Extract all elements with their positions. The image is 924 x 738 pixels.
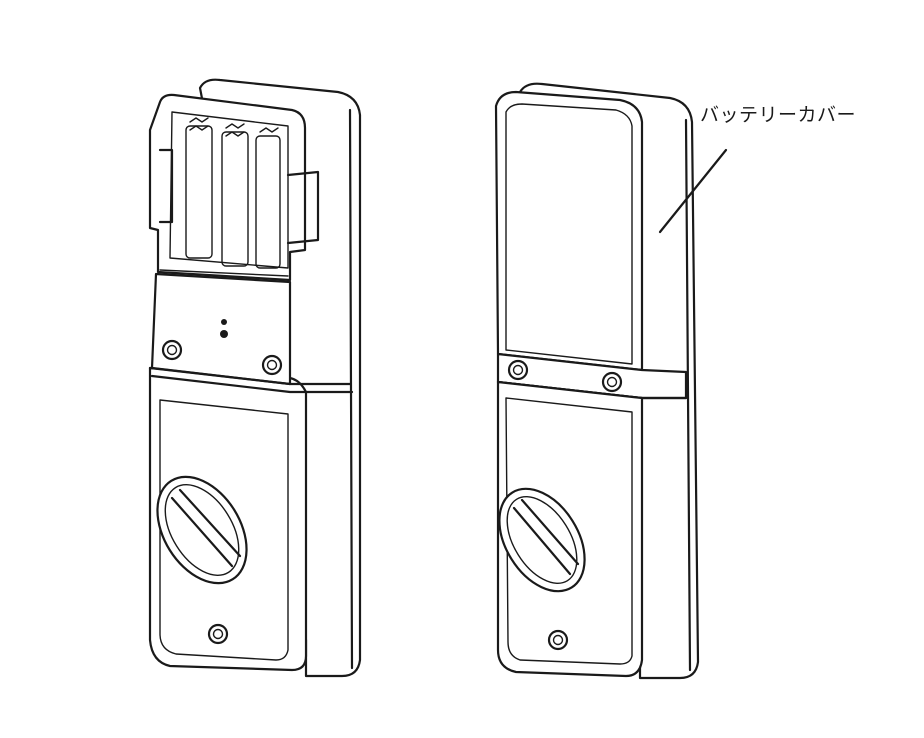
spring-3 xyxy=(259,127,279,133)
battery-slot-1 xyxy=(185,125,213,259)
battery-slot-3 xyxy=(255,135,281,269)
battery-cover xyxy=(494,90,644,372)
screw-left-3 xyxy=(207,623,229,645)
screw-right-3 xyxy=(547,629,569,651)
battery-slot-2 xyxy=(221,131,249,267)
screw-right-1 xyxy=(507,359,529,381)
thumb-turn-right xyxy=(498,487,586,593)
lock-closed-view xyxy=(494,82,700,680)
callout-leader-line xyxy=(658,148,728,234)
spring-1 xyxy=(189,117,209,131)
battery-cover-label: バッテリーカバー xyxy=(700,104,857,126)
spring-2 xyxy=(225,123,245,137)
screw-right-2 xyxy=(601,371,623,393)
screw-left-2 xyxy=(261,354,283,376)
thumb-turn-left xyxy=(156,475,248,585)
screw-left-1 xyxy=(161,339,183,361)
battery-compartment xyxy=(148,93,307,282)
lock-open-view xyxy=(148,78,362,678)
